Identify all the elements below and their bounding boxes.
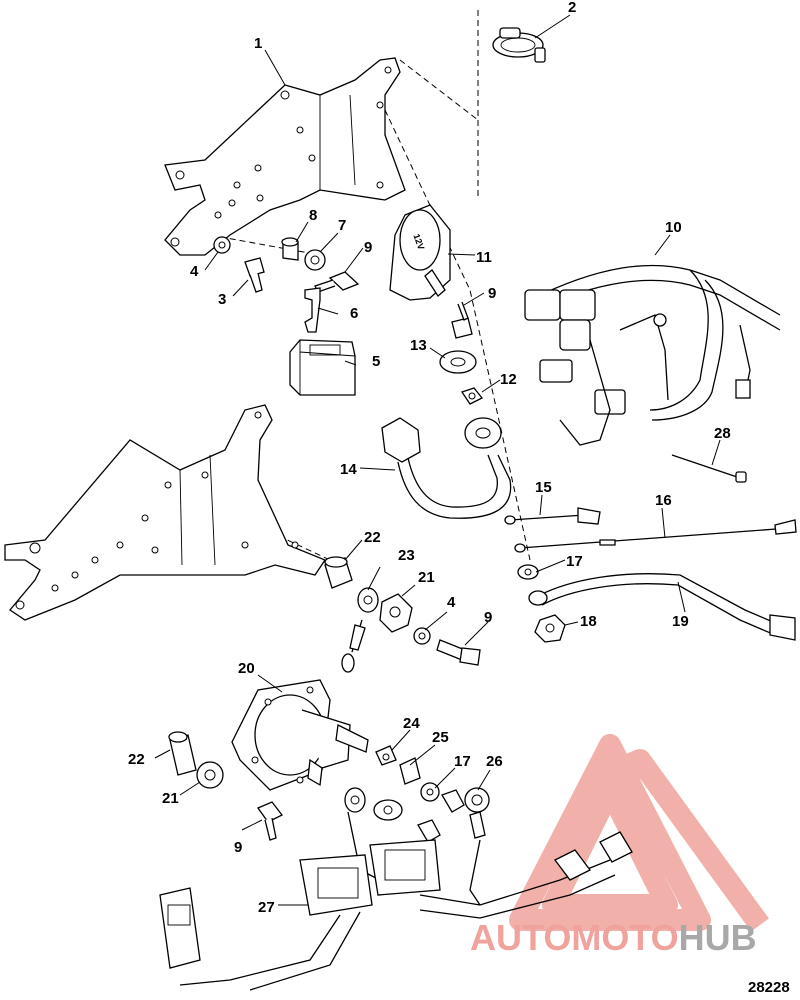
callout-11: 11 <box>476 249 492 266</box>
wire-harness <box>524 264 781 446</box>
callout-16: 16 <box>655 492 672 509</box>
stud-hardware <box>439 301 484 405</box>
callout-7: 7 <box>338 217 346 234</box>
cable-tie <box>671 454 747 483</box>
callout-21a: 21 <box>418 569 435 586</box>
leader-lines <box>154 14 721 906</box>
callout-6: 6 <box>350 305 358 322</box>
callout-15: 15 <box>535 479 552 496</box>
callout-17b: 17 <box>454 753 471 770</box>
relay-and-clip <box>289 287 356 396</box>
lower-harness <box>159 787 633 991</box>
callout-17a: 17 <box>566 553 583 570</box>
watermark-text-primary: AUTOMOTO <box>470 917 679 958</box>
upper-fasteners <box>213 236 360 293</box>
lower-hardware-left <box>168 731 283 841</box>
callout-5: 5 <box>372 353 380 370</box>
callout-12: 12 <box>500 371 517 388</box>
callout-13: 13 <box>410 337 427 354</box>
callout-19: 19 <box>672 613 689 630</box>
callout-9d: 9 <box>234 839 242 856</box>
callout-24: 24 <box>403 715 420 732</box>
callout-18: 18 <box>580 613 597 630</box>
upper-bracket <box>164 57 406 256</box>
callout-9c: 9 <box>484 609 492 626</box>
callout-27: 27 <box>258 899 275 916</box>
hose-clamp <box>492 27 546 63</box>
callout-3: 3 <box>218 291 226 308</box>
callout-14: 14 <box>340 461 357 478</box>
alignment-lines <box>169 10 531 561</box>
cable-14 <box>381 417 512 519</box>
callout-1: 1 <box>254 35 262 52</box>
callout-26: 26 <box>486 753 503 770</box>
watermark-triangle-icon <box>509 734 769 932</box>
watermark-text-secondary: HUB <box>679 917 757 958</box>
callout-28: 28 <box>714 425 731 442</box>
callout-22a: 22 <box>364 529 381 546</box>
callout-22b: 22 <box>128 751 145 768</box>
diagram-id: 28228 <box>748 979 790 996</box>
callout-10: 10 <box>665 219 682 236</box>
lower-hardware-right <box>373 745 490 843</box>
callout-9b: 9 <box>488 285 496 302</box>
callout-4a: 4 <box>190 263 199 280</box>
callout-4b: 4 <box>447 594 456 611</box>
callout-8: 8 <box>309 207 317 224</box>
callout-2: 2 <box>568 0 576 16</box>
sender-unit: 12V <box>389 204 451 301</box>
svg-text:AUTOMOTOHUB: AUTOMOTOHUB <box>470 917 757 958</box>
callout-labels: 1 2 3 4 5 6 7 8 9 11 10 9 13 12 14 15 16… <box>128 0 731 916</box>
callout-23: 23 <box>398 547 415 564</box>
callout-9a: 9 <box>364 239 372 256</box>
watermark-logo: AUTOMOTOHUB <box>470 734 769 958</box>
callout-20: 20 <box>238 660 255 677</box>
wires-right <box>504 507 797 643</box>
callout-21b: 21 <box>162 790 179 807</box>
callout-25: 25 <box>432 729 449 746</box>
middle-hardware <box>324 556 481 673</box>
middle-bracket <box>4 404 326 621</box>
solenoid <box>231 679 369 791</box>
